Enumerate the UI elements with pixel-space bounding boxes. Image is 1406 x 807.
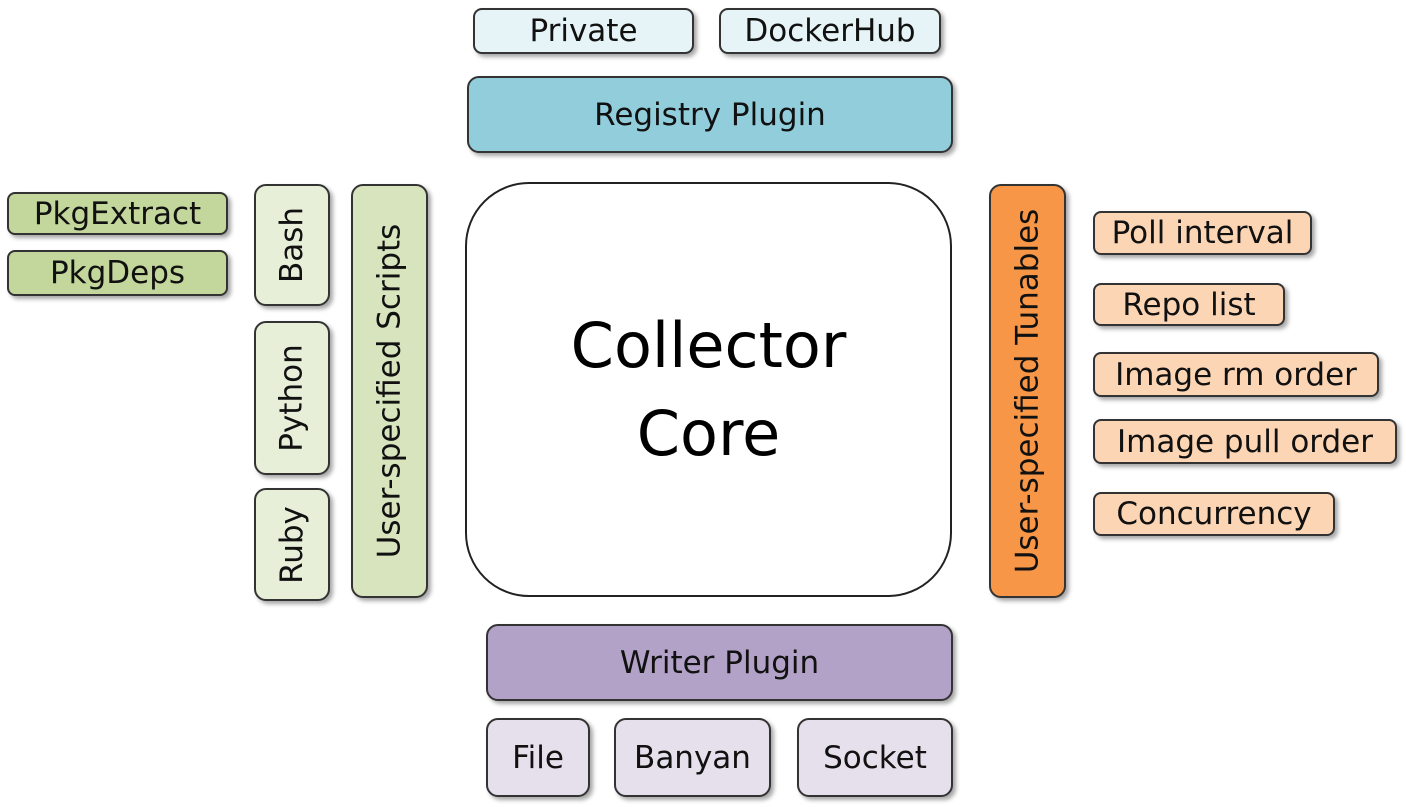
pkg-deps-label: PkgDeps	[49, 255, 186, 291]
tunable-repo-list: Repo list	[1093, 283, 1285, 326]
script-bash: Bash	[254, 184, 330, 306]
collector-core-line1: Collector	[570, 308, 847, 382]
tunable-repo-list-label: Repo list	[1122, 286, 1256, 323]
tunable-image-rm-order: Image rm order	[1093, 352, 1379, 397]
registry-private: Private	[473, 8, 694, 54]
tunable-poll-interval-label: Poll interval	[1111, 215, 1294, 251]
tunable-concurrency: Concurrency	[1093, 492, 1335, 536]
script-ruby-label: Ruby	[274, 505, 311, 584]
tunable-image-rm-order-label: Image rm order	[1115, 356, 1357, 393]
collector-core: Collector Core	[465, 182, 952, 597]
user-tunables: User-specified Tunables	[989, 184, 1066, 598]
user-scripts-label: User-specified Scripts	[371, 223, 408, 559]
registry-private-label: Private	[529, 13, 638, 49]
tunable-image-pull-order: Image pull order	[1093, 419, 1397, 464]
pkg-extract-label: PkgExtract	[33, 195, 202, 232]
script-python-label: Python	[274, 344, 310, 452]
tunable-image-pull-order-label: Image pull order	[1116, 423, 1373, 460]
writer-plugin: Writer Plugin	[486, 624, 953, 701]
writer-file: File	[486, 718, 590, 797]
user-tunables-label: User-specified Tunables	[1009, 208, 1046, 574]
registry-plugin-label: Registry Plugin	[594, 96, 826, 133]
writer-file-label: File	[512, 739, 564, 776]
registry-dockerhub: DockerHub	[719, 8, 941, 54]
writer-banyan: Banyan	[614, 718, 771, 797]
writer-socket: Socket	[797, 718, 953, 797]
user-scripts: User-specified Scripts	[351, 184, 428, 598]
script-python: Python	[254, 321, 330, 475]
collector-core-line2: Core	[636, 396, 781, 470]
writer-socket-label: Socket	[823, 739, 927, 776]
tunable-concurrency-label: Concurrency	[1116, 496, 1312, 532]
writer-plugin-label: Writer Plugin	[619, 644, 820, 681]
tunable-poll-interval: Poll interval	[1093, 211, 1312, 255]
script-bash-label: Bash	[274, 206, 310, 284]
registry-dockerhub-label: DockerHub	[744, 13, 916, 49]
writer-banyan-label: Banyan	[634, 739, 751, 776]
pkg-extract: PkgExtract	[7, 192, 228, 235]
pkg-deps: PkgDeps	[7, 250, 228, 296]
script-ruby: Ruby	[254, 488, 330, 601]
registry-plugin: Registry Plugin	[467, 76, 953, 153]
